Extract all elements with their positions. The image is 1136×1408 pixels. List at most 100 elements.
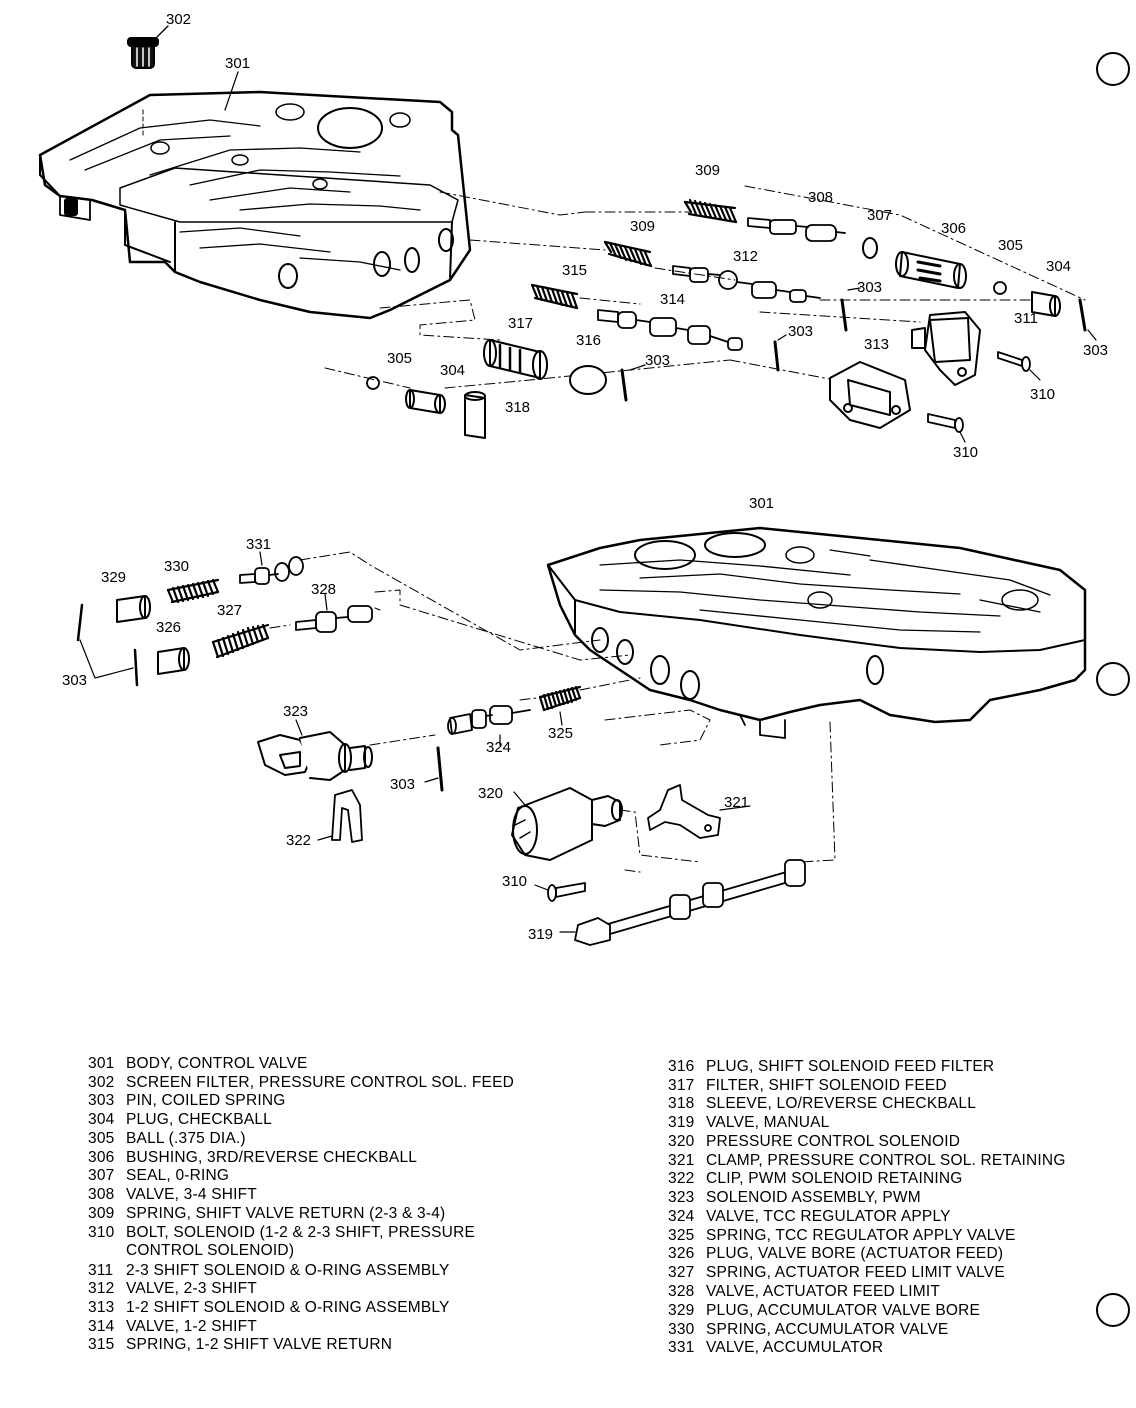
legend-number: 308 (88, 1186, 115, 1203)
legend-text: VALVE, 3-4 SHIFT (126, 1186, 257, 1203)
alignment-lines-lower (269, 551, 836, 873)
lower-valve-body (546, 526, 1087, 739)
bolt-310-bottom (547, 882, 586, 902)
valve-312 (672, 265, 821, 303)
plug-304-upper (1031, 291, 1061, 317)
legend-text: SOLENOID ASSEMBLY, PWM (706, 1189, 921, 1206)
callout-324: 324 (486, 739, 512, 756)
legend-text: VALVE, ACCUMULATOR (706, 1339, 884, 1356)
callout-303-a: 303 (857, 279, 883, 296)
callout-328: 328 (311, 581, 337, 598)
legend-number: 312 (88, 1280, 115, 1297)
spring-325 (538, 685, 582, 712)
legend-number: 309 (88, 1205, 115, 1222)
callout-305-lower: 305 (387, 350, 413, 367)
spring-330 (166, 578, 220, 604)
legend-number: 330 (668, 1321, 695, 1338)
pin-303-right (1078, 298, 1087, 332)
callout-301-lower: 301 (749, 495, 775, 512)
legend-number: 326 (668, 1245, 695, 1262)
legend-number: 320 (668, 1133, 695, 1150)
spring-327 (211, 623, 270, 659)
legend-number: 315 (88, 1336, 115, 1353)
legend-text: VALVE, TCC REGULATOR APPLY (706, 1208, 951, 1225)
legend-number: 305 (88, 1130, 115, 1147)
plug-329 (116, 595, 151, 623)
bushing-306 (895, 251, 967, 289)
legend-number: 316 (668, 1058, 695, 1075)
bolt-310-upper (997, 351, 1031, 372)
legend-text: PLUG, ACCUMULATOR VALVE BORE (706, 1302, 981, 1319)
legend-text: VALVE, ACTUATOR FEED LIMIT (706, 1283, 941, 1300)
upper-valve-body (38, 90, 472, 320)
callout-318: 318 (505, 399, 531, 416)
legend-text: VALVE, MANUAL (706, 1114, 830, 1131)
callout-329: 329 (101, 569, 127, 586)
exploded-view-diagram: 302 301 309 308 307 306 305 304 309 312 … (38, 12, 1108, 946)
screen-filter-302 (127, 25, 169, 136)
spring-315 (530, 283, 579, 310)
legend-text: BALL (.375 DIA.) (126, 1130, 246, 1147)
callout-306: 306 (941, 220, 967, 237)
pin-303-lower (620, 368, 628, 402)
legend-text: PIN, COILED SPRING (126, 1092, 286, 1109)
callout-331: 331 (246, 536, 272, 553)
legend-number: 324 (668, 1208, 695, 1225)
sleeve-318 (464, 391, 486, 439)
legend-text: SPRING, ACCUMULATOR VALVE (706, 1321, 949, 1338)
callout-316: 316 (576, 332, 602, 349)
legend-text: PLUG, CHECKBALL (126, 1111, 272, 1128)
legend-number: 311 (88, 1262, 114, 1279)
callout-304-lower: 304 (440, 362, 466, 379)
legend-text: CONTROL SOLENOID) (126, 1242, 295, 1259)
spring-309-lower (603, 240, 653, 268)
legend-text: SPRING, SHIFT VALVE RETURN (2-3 & 3-4) (126, 1205, 446, 1222)
callout-313: 313 (864, 336, 890, 353)
legend-text: BUSHING, 3RD/REVERSE CHECKBALL (126, 1149, 418, 1166)
seal-307 (862, 237, 878, 259)
legend-number: 327 (668, 1264, 695, 1281)
plug-304-lower (405, 389, 446, 414)
pin-303-mid (840, 298, 848, 332)
legend-number: 304 (88, 1111, 115, 1128)
legend-number: 325 (668, 1227, 695, 1244)
legend-text: VALVE, 1-2 SHIFT (126, 1318, 257, 1335)
callout-326: 326 (156, 619, 182, 636)
legend-text: PLUG, VALVE BORE (ACTUATOR FEED) (706, 1245, 1004, 1262)
callout-325: 325 (548, 725, 574, 742)
binder-hole-bottom (1096, 1293, 1130, 1327)
binder-hole-top (1096, 52, 1130, 86)
legend-text: SPRING, ACTUATOR FEED LIMIT VALVE (706, 1264, 1005, 1281)
callout-311: 311 (1014, 310, 1038, 327)
callout-303-f: 303 (390, 776, 416, 793)
legend-number: 318 (668, 1095, 695, 1112)
callout-303-e: 303 (62, 672, 88, 689)
plug-316 (569, 365, 607, 395)
legend-number: 303 (88, 1092, 115, 1109)
solenoid-313 (829, 361, 911, 429)
legend-number: 307 (88, 1167, 115, 1184)
alignment-lines-upper (324, 185, 1086, 389)
legend-text: SLEEVE, LO/REVERSE CHECKBALL (706, 1095, 977, 1112)
clip-322 (331, 789, 363, 843)
bolt-310-lower (927, 413, 964, 433)
legend-text: SPRING, TCC REGULATOR APPLY VALVE (706, 1227, 1016, 1244)
ball-305-upper (993, 281, 1007, 295)
legend-text: BODY, CONTROL VALVE (126, 1055, 308, 1072)
callout-304-upper: 304 (1046, 258, 1072, 275)
callout-322: 322 (286, 832, 312, 849)
valve-314 (597, 309, 743, 351)
legend-text: 2-3 SHIFT SOLENOID & O-RING ASSEMBLY (126, 1262, 450, 1279)
callout-305-upper: 305 (998, 237, 1024, 254)
callout-309-lower: 309 (630, 218, 656, 235)
callout-317: 317 (508, 315, 534, 332)
legend-text: FILTER, SHIFT SOLENOID FEED (706, 1077, 947, 1094)
plug-326 (157, 647, 190, 675)
spring-309-upper (683, 198, 738, 224)
exploded-view-drawing (38, 25, 1097, 946)
callout-323: 323 (283, 703, 309, 720)
legend-number: 322 (668, 1170, 695, 1187)
legend-number: 306 (88, 1149, 115, 1166)
callout-314: 314 (660, 291, 686, 308)
